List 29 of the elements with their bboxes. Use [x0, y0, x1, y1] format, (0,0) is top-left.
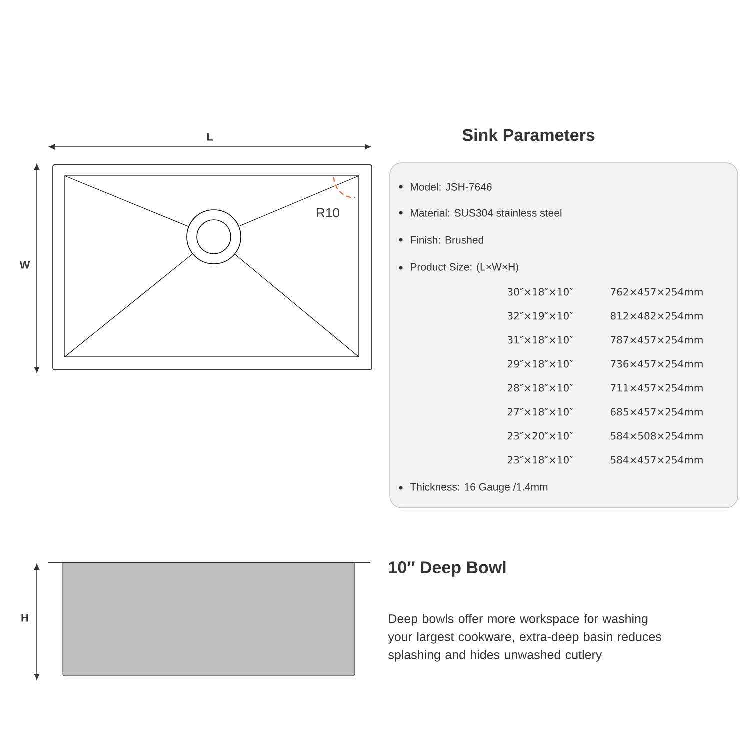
dimension-label: W [20, 261, 30, 269]
table-cell: 27″×18″×10″ [508, 408, 574, 416]
table-cell: 584×508×254mm [610, 432, 703, 440]
table-cell: 30″×18″×10″ [508, 288, 574, 296]
table-cell: 584×457×254mm [610, 456, 703, 464]
table-cell: 23″×20″×10″ [508, 432, 574, 440]
spec-item: Model: JSH-7646 [399, 183, 492, 191]
table-cell: 28″×18″×10″ [508, 384, 574, 392]
table-cell: 711×457×254mm [611, 384, 703, 392]
table-cell: 32″×19″×10″ [508, 312, 574, 320]
spec-item: Thickness: 16 Gauge /1.4mm [399, 483, 548, 493]
table-cell: 685×457×254mm [610, 408, 703, 416]
radius-label: R10 [317, 208, 340, 218]
spec-panel [390, 162, 738, 508]
table-cell: 762×457×254mm [611, 288, 703, 296]
spec-item: Product Size: (L×W×H) [399, 263, 518, 273]
table-cell: 787×457×254mm [611, 336, 703, 344]
dimension-label: L [207, 133, 214, 141]
table-cell: 23″×18″×10″ [508, 456, 574, 464]
spec-item: Material: SUS304 stainless steel [399, 209, 562, 217]
table-cell: 736×457×254mm [611, 360, 703, 368]
description-text: Deep bowls offer more workspace for washing your largest cookware, extra-deep basin reduces splashing and hides unwashed cutlery [388, 614, 662, 662]
spec-item: Finish: Brushed [399, 236, 484, 244]
table-cell: 31″×18″×10″ [508, 336, 574, 344]
panel-title: Sink Parameters [462, 128, 595, 142]
dimension-label: H [22, 614, 28, 622]
section-heading: 10″ Deep Bowl [389, 561, 506, 577]
table-cell: 812×482×254mm [610, 312, 703, 320]
table-cell: 29″×18″×10″ [508, 360, 574, 368]
